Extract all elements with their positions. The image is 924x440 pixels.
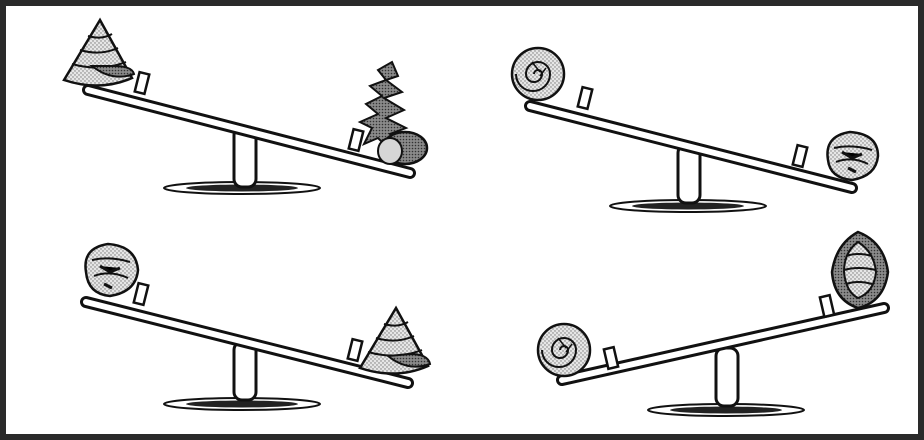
seesaw-panel-4 [538,232,888,416]
spiral-shell [538,324,590,376]
seesaw-panel-3 [85,244,430,410]
seesaw-panel-1 [64,20,427,194]
cone-shell [360,308,430,374]
seesaw-post [234,342,256,400]
spiky-shell [360,62,427,164]
seesaw-post [716,348,738,406]
round-shell [827,132,878,180]
round-shell [85,244,138,296]
striped-shell [832,232,888,308]
cone-shell [64,20,134,86]
spiral-shell [512,48,564,100]
seesaw-panel-2 [512,48,878,212]
